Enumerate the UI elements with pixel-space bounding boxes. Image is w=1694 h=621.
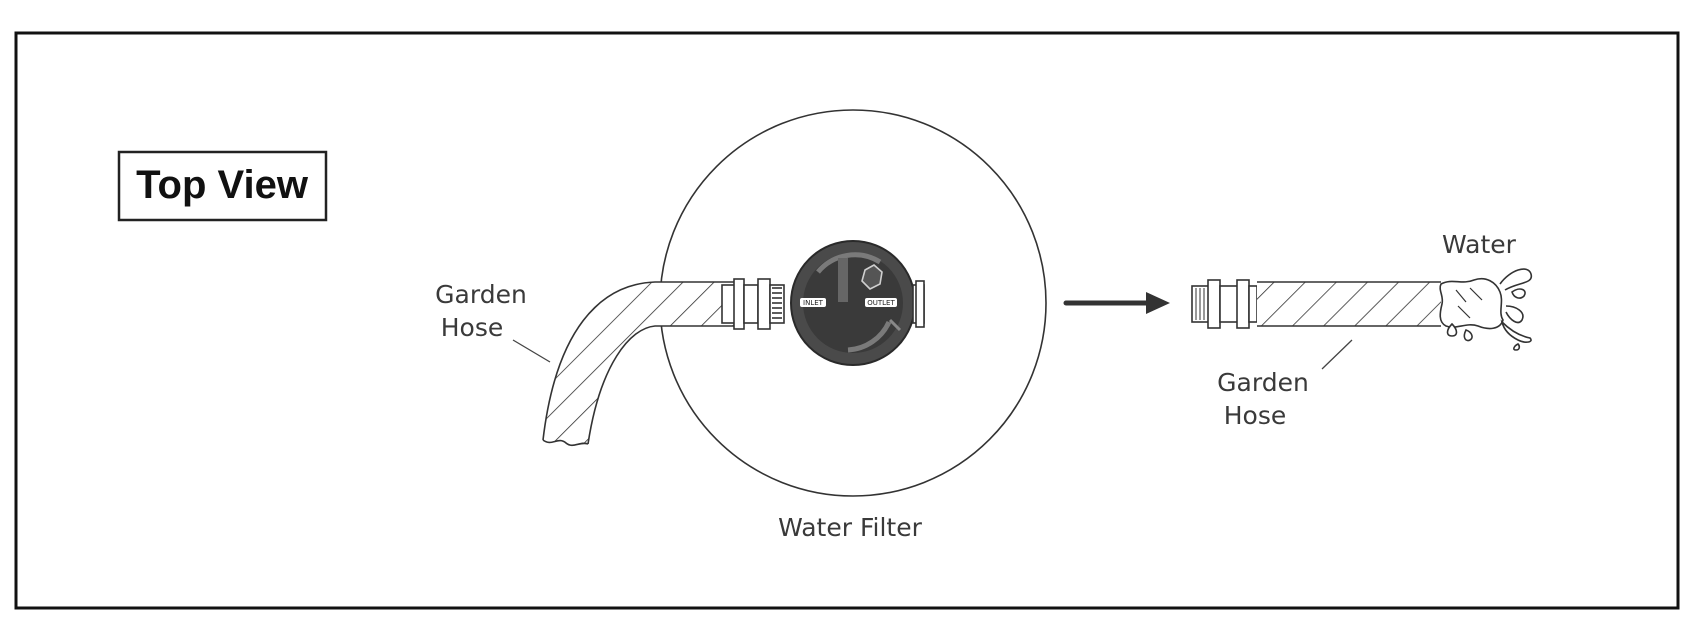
left-hose-label-line1: Garden — [435, 280, 527, 309]
outlet-label: OUTLET — [867, 299, 895, 307]
filter-cap: INLET OUTLET — [790, 240, 916, 366]
left-garden-hose — [512, 281, 738, 447]
inlet-label: INLET — [803, 299, 824, 307]
right-garden-hose — [1191, 279, 1441, 370]
outlet-fitting — [912, 280, 925, 328]
right-hose-label-line1: Garden — [1217, 368, 1309, 397]
water-label: Water — [1442, 230, 1517, 259]
left-hose-label-line2: Hose — [441, 313, 504, 342]
title-box: Top View — [117, 150, 328, 222]
title-text: Top View — [136, 163, 309, 207]
water-filter-label: Water Filter — [778, 513, 922, 542]
water-splash-icon — [1439, 268, 1533, 351]
diagram-frame — [14, 31, 1680, 610]
inlet-fitting — [721, 278, 785, 330]
flow-arrow — [1063, 292, 1170, 314]
right-hose-label-line2: Hose — [1224, 401, 1287, 430]
